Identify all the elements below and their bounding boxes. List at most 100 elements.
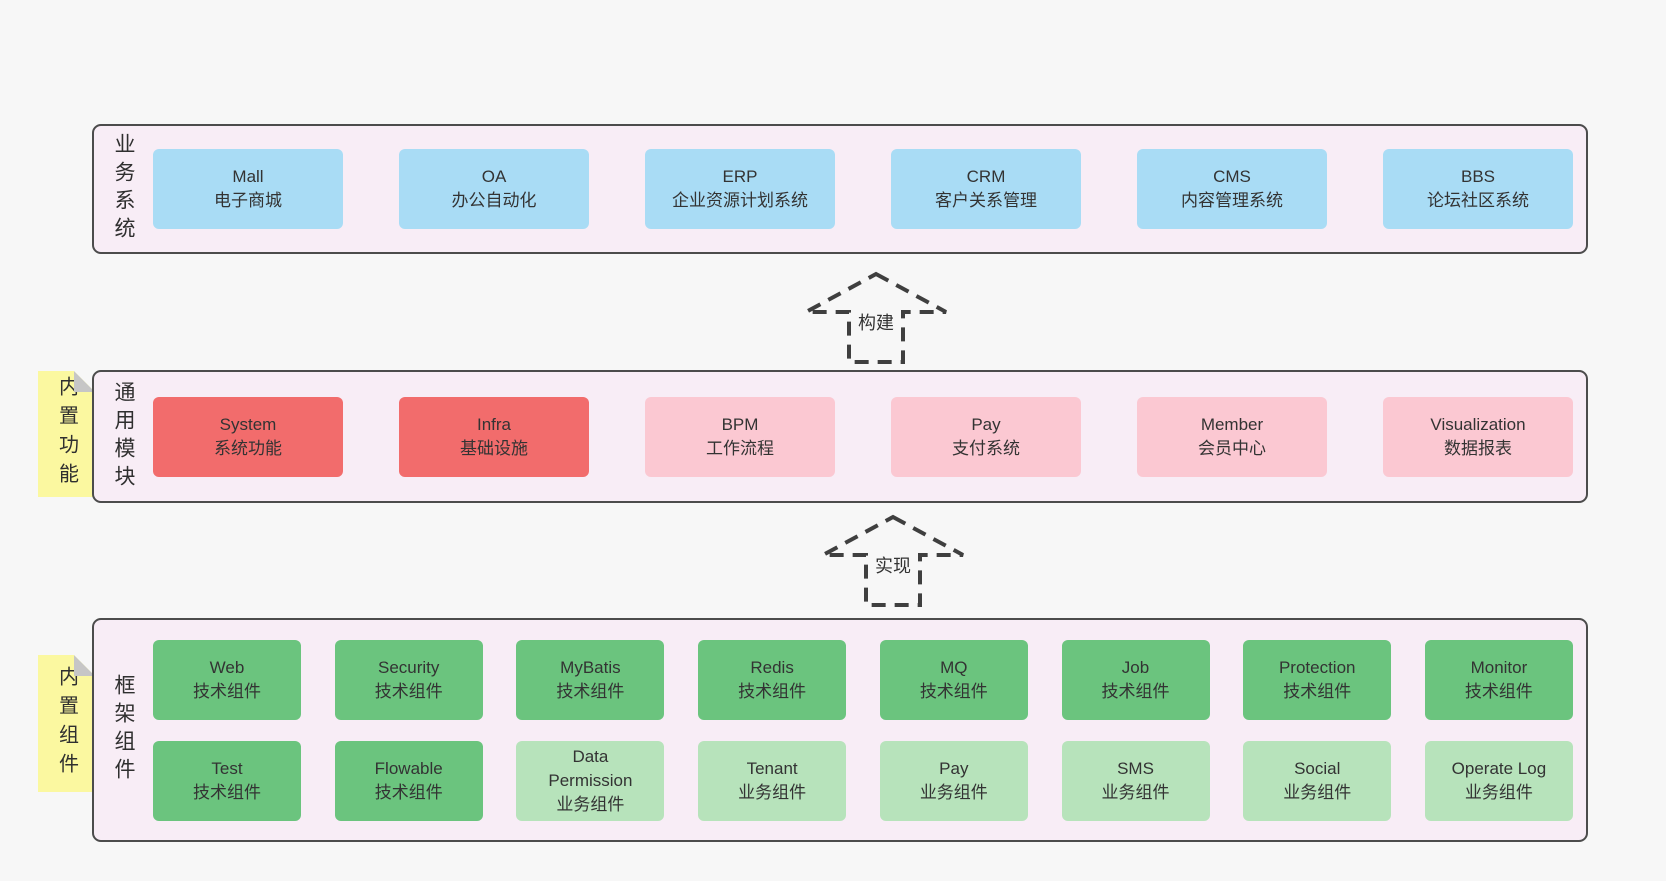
- box-title: Test: [211, 759, 243, 778]
- framework-box-row-2: Test 技术组件 Flowable 技术组件 Data Permission …: [153, 741, 1573, 821]
- box-title: MQ: [940, 658, 968, 677]
- box-title: Mall: [232, 167, 264, 186]
- panel-common-modules: 通用模块 System 系统功能 Infra 基础设施 BPM 工作流程 Pay…: [92, 370, 1588, 503]
- module-box-infra: Infra 基础设施: [399, 396, 589, 477]
- box-title: System: [219, 414, 277, 434]
- box-title: Protection: [1278, 658, 1356, 677]
- box-title: Visualization: [1430, 414, 1526, 434]
- component-box-redis: Redis 技术组件: [698, 640, 847, 720]
- component-box-monitor: Monitor 技术组件: [1424, 640, 1573, 720]
- box-subtitle: 业务组件: [919, 783, 988, 802]
- component-box-tenant: Tenant 业务组件: [698, 741, 847, 821]
- box-subtitle: 技术组件: [556, 682, 625, 701]
- framework-box-row-1: Web 技术组件 Security 技术组件 MyBatis 技术组件 Redi…: [153, 640, 1573, 720]
- box-subtitle: 业务组件: [556, 795, 625, 814]
- section-label-business: 业务系统: [112, 133, 135, 245]
- business-box-oa: OA 办公自动化: [399, 149, 589, 229]
- sticky-note-built-in-functions: 内置功能: [38, 371, 95, 497]
- business-box-crm: CRM 客户关系管理: [891, 149, 1081, 229]
- box-title: Redis: [750, 658, 794, 677]
- box-subtitle: 论坛社区系统: [1427, 191, 1529, 210]
- box-subtitle: 技术组件: [919, 682, 988, 701]
- box-subtitle: 业务组件: [1283, 783, 1352, 802]
- section-label-framework: 框架组件: [112, 674, 135, 786]
- box-title: Web: [209, 658, 245, 677]
- sticky-label: 内置组件: [55, 665, 78, 782]
- box-subtitle: 业务组件: [738, 783, 807, 802]
- box-title: ERP: [722, 167, 758, 186]
- box-title: Pay: [939, 759, 969, 778]
- box-subtitle: 技术组件: [1101, 682, 1170, 701]
- dashed-up-arrow-icon: [805, 271, 947, 364]
- component-box-data-permission: Data Permission 业务组件: [516, 741, 665, 821]
- box-title: BBS: [1460, 167, 1496, 186]
- panel-framework-components: 框架组件 Web 技术组件 Security 技术组件 MyBatis 技术组件…: [92, 618, 1588, 842]
- box-title: OA: [481, 167, 507, 186]
- box-title: Social: [1294, 759, 1341, 778]
- box-subtitle: 客户关系管理: [935, 191, 1037, 210]
- dashed-up-arrow-icon: [822, 514, 964, 607]
- sticky-note-built-in-components: 内置组件: [38, 655, 95, 792]
- box-title: Pay: [971, 414, 1001, 434]
- business-box-erp: ERP 企业资源计划系统: [645, 149, 835, 229]
- component-box-operate-log: Operate Log 业务组件: [1424, 741, 1573, 821]
- box-title: BPM: [721, 414, 759, 434]
- box-title: Member: [1200, 414, 1264, 434]
- box-subtitle: 技术组件: [374, 783, 443, 802]
- box-title: Infra: [476, 414, 512, 434]
- box-subtitle: 工作流程: [706, 438, 774, 458]
- box-subtitle: 系统功能: [214, 438, 282, 458]
- module-box-system: System 系统功能: [153, 396, 343, 477]
- component-box-mybatis: MyBatis 技术组件: [516, 640, 665, 720]
- box-title: CRM: [966, 167, 1006, 186]
- box-title: Data Permission: [548, 747, 633, 790]
- framework-box-grid: Web 技术组件 Security 技术组件 MyBatis 技术组件 Redi…: [153, 620, 1586, 840]
- business-box-bbs: BBS 论坛社区系统: [1383, 149, 1573, 229]
- box-subtitle: 技术组件: [1464, 682, 1533, 701]
- box-subtitle: 数据报表: [1444, 438, 1512, 458]
- component-box-job: Job 技术组件: [1061, 640, 1210, 720]
- component-box-flowable: Flowable 技术组件: [334, 741, 483, 821]
- arrow-label-build: 构建: [854, 309, 898, 335]
- component-box-test: Test 技术组件: [153, 741, 301, 821]
- box-subtitle: 业务组件: [1101, 783, 1170, 802]
- section-label-modules: 通用模块: [112, 380, 135, 493]
- module-box-bpm: BPM 工作流程: [645, 396, 835, 477]
- box-title: Security: [377, 658, 440, 677]
- box-subtitle: 电子商城: [214, 191, 282, 210]
- box-subtitle: 内容管理系统: [1181, 191, 1283, 210]
- box-title: Monitor: [1470, 658, 1528, 677]
- box-subtitle: 支付系统: [952, 438, 1020, 458]
- arrow-label-implement: 实现: [871, 552, 915, 578]
- box-title: MyBatis: [560, 658, 621, 677]
- section-label-column: 通用模块: [94, 372, 153, 501]
- arrow-implement: 实现: [820, 514, 966, 608]
- box-subtitle: 技术组件: [1283, 682, 1352, 701]
- box-subtitle: 业务组件: [1464, 783, 1533, 802]
- arrow-build: 构建: [803, 271, 949, 365]
- component-box-pay: Pay 业务组件: [879, 741, 1028, 821]
- box-title: Operate Log: [1451, 759, 1547, 778]
- box-subtitle: 基础设施: [460, 438, 528, 458]
- component-box-sms: SMS 业务组件: [1061, 741, 1210, 821]
- component-box-web: Web 技术组件: [153, 640, 301, 720]
- business-box-mall: Mall 电子商城: [153, 149, 343, 229]
- component-box-mq: MQ 技术组件: [879, 640, 1028, 720]
- sticky-label: 内置功能: [55, 376, 78, 492]
- box-subtitle: 企业资源计划系统: [672, 191, 808, 210]
- box-subtitle: 技术组件: [738, 682, 807, 701]
- box-subtitle: 技术组件: [374, 682, 443, 701]
- box-title: CMS: [1213, 167, 1251, 186]
- box-title: Job: [1121, 658, 1150, 677]
- component-box-protection: Protection 技术组件: [1243, 640, 1392, 720]
- box-subtitle: 技术组件: [193, 682, 261, 701]
- box-title: SMS: [1117, 759, 1154, 778]
- panel-business-systems: 业务系统 Mall 电子商城 OA 办公自动化 ERP 企业资源计划系统 CRM…: [92, 124, 1588, 254]
- module-box-member: Member 会员中心: [1137, 396, 1327, 477]
- box-title: Tenant: [746, 759, 798, 778]
- module-box-visualization: Visualization 数据报表: [1383, 396, 1573, 477]
- business-box-cms: CMS 内容管理系统: [1137, 149, 1327, 229]
- module-box-pay: Pay 支付系统: [891, 396, 1081, 477]
- section-label-column: 业务系统: [94, 126, 153, 252]
